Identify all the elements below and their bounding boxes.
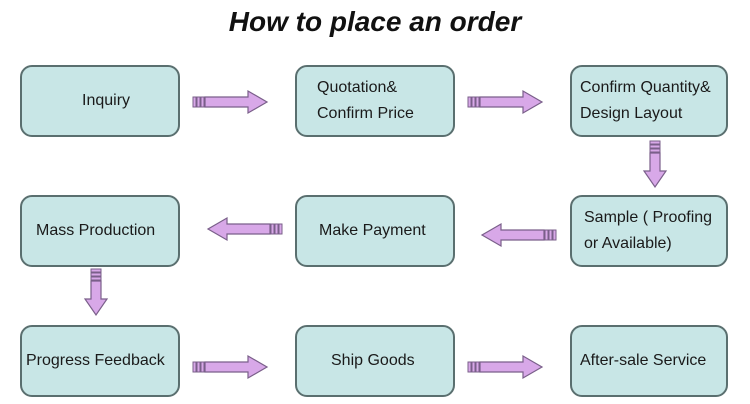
step-label: Ship Goods (331, 352, 415, 369)
arrow-feedback-to-ship (192, 355, 268, 379)
arrow-ship-to-aftersale (467, 355, 543, 379)
arrow-sample-to-payment (481, 223, 557, 247)
step-make-payment: Make Payment (295, 195, 455, 267)
step-label: Inquiry (82, 92, 131, 109)
step-sample: Sample ( Proofing or Available) (570, 195, 728, 267)
step-label: Progress Feedback (26, 352, 165, 369)
arrow-quotation-to-confirm (467, 90, 543, 114)
step-confirm-quantity-design-layout: Confirm Quantity& Design Layout (570, 65, 728, 137)
step-label: After-sale Service (580, 352, 707, 369)
step-label: Mass Production (36, 222, 156, 239)
arrow-payment-to-production (207, 217, 283, 241)
step-quotation-confirm-price: Quotation& Confirm Price (295, 65, 455, 137)
page-title: How to place an order (228, 6, 522, 37)
step-mass-production: Mass Production (20, 195, 180, 267)
step-progress-feedback: Progress Feedback (20, 325, 180, 397)
step-label: Make Payment (319, 222, 426, 239)
step-label: Confirm Quantity& Design Layout (580, 79, 711, 122)
step-inquiry: Inquiry (20, 65, 180, 137)
arrow-inquiry-to-quotation (192, 90, 268, 114)
step-label: Quotation& Confirm Price (317, 79, 414, 122)
step-after-sale-service: After-sale Service (570, 325, 728, 397)
step-ship-goods: Ship Goods (295, 325, 455, 397)
arrow-confirm-to-sample (643, 140, 667, 188)
step-label: Sample ( Proofing or Available) (584, 209, 713, 252)
arrow-production-to-feedback (84, 268, 108, 316)
